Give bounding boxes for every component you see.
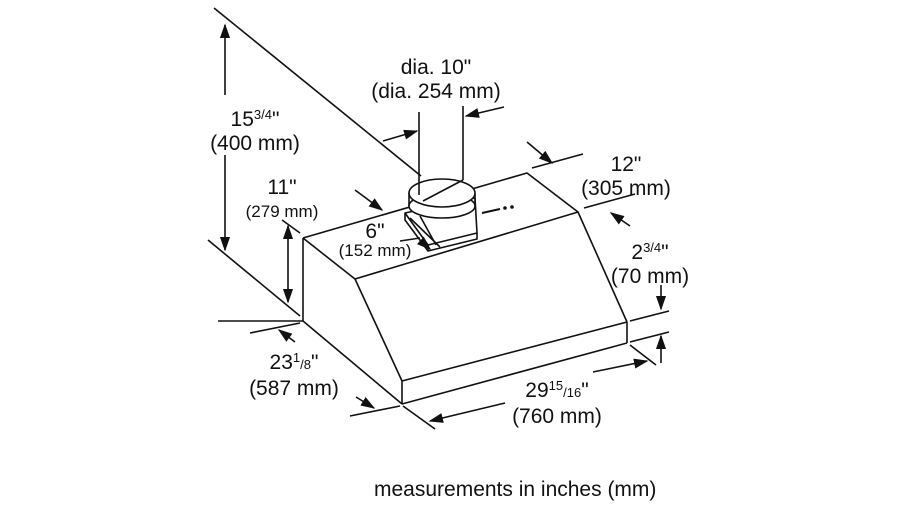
width-mm: (760 mm) [512,405,602,428]
back-height-mm: (279 mm) [245,202,319,221]
hood-outline [302,172,628,405]
dim-back-height [281,219,301,304]
duct-offset-inch: 6" [365,220,385,243]
duct-diameter-mm: (dia. 254 mm) [371,80,501,103]
dim-depth [249,322,401,417]
dim-width [402,344,657,430]
back-height-inch: 11" [267,176,297,199]
duct-diameter-inch: dia. 10" [400,56,472,79]
label-top-depth: 12" (305 mm) [566,153,686,201]
top-depth-mm: (305 mm) [581,177,671,200]
label-duct-diameter: dia. 10" (dia. 254 mm) [356,56,516,104]
label-overall-height: 153/4" (400 mm) [200,103,310,156]
label-back-height: 11" (279 mm) [232,176,332,224]
dim-top-depth [526,141,636,227]
dim-duct-diameter [382,106,505,195]
caption: measurements in inches (mm) [374,478,657,501]
label-depth: 231/8" (587 mm) [232,346,356,401]
dim-overall-height [207,7,422,322]
label-duct-offset: 6" (152 mm) [326,220,424,263]
front-height-mm: (70 mm) [610,265,690,288]
duct-collar [404,178,514,252]
duct-offset-mm: (152 mm) [338,241,412,260]
dim-duct-offset [354,189,432,250]
dim-front-height [629,285,670,363]
label-width: 2915/16" (760 mm) [492,374,622,429]
label-front-height: 23/4" (70 mm) [600,236,700,289]
depth-mm: (587 mm) [249,377,339,400]
overall-height-mm: (400 mm) [210,132,300,155]
top-depth-inch: 12" [610,153,642,176]
